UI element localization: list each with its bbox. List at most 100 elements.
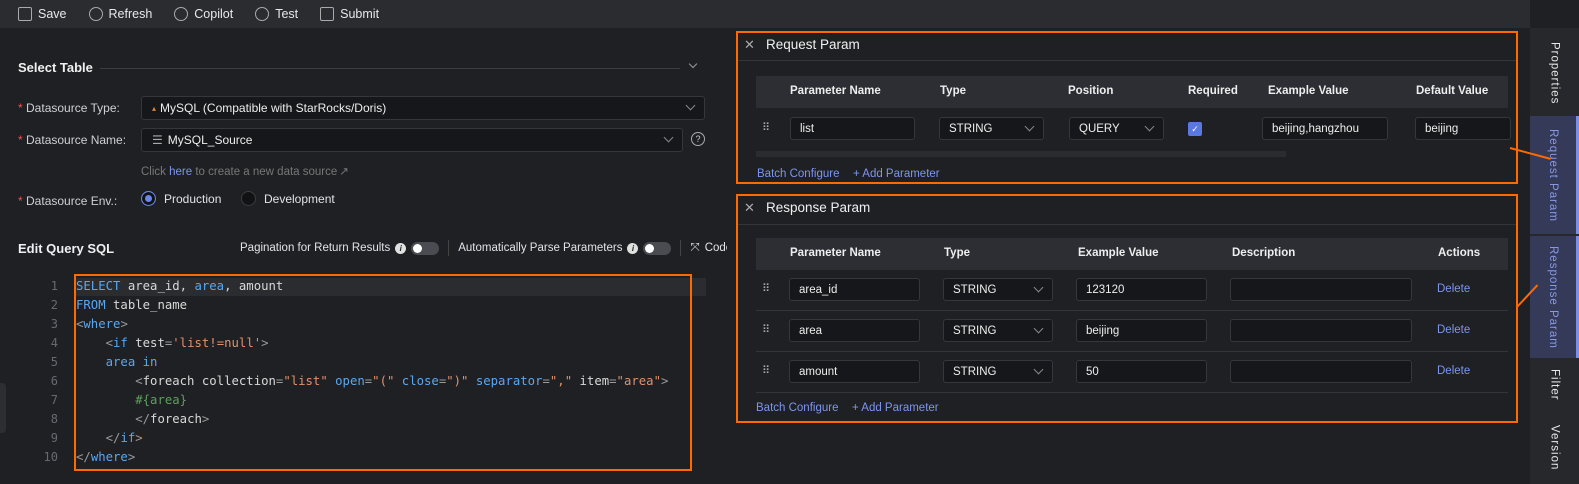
example-value-input[interactable]: 50 [1076, 360, 1207, 383]
type-select[interactable]: STRING [943, 360, 1053, 383]
submit-button[interactable]: Submit [320, 7, 379, 21]
collapse-chevron-icon[interactable] [688, 59, 698, 69]
batch-configure-link[interactable]: Batch Configure [757, 168, 840, 180]
code-token: test [127, 336, 165, 350]
save-icon [18, 7, 32, 21]
code-token: < [135, 374, 143, 388]
table-header: Parameter Name Type Example Value Descri… [756, 238, 1508, 270]
code-token: where [90, 450, 128, 464]
param-name-input[interactable]: list [790, 117, 915, 140]
toolbar: Save Refresh Copilot Test Submit [0, 0, 1530, 28]
code-line: <foreach collection="list" open="(" clos… [76, 374, 668, 388]
right-sidebar: Properties Request Param Response Param … [1530, 28, 1579, 484]
ds-type-label: * Datasource Type: [18, 101, 120, 115]
drag-handle-icon[interactable]: ⠿ [762, 283, 770, 295]
param-name-input[interactable]: amount [789, 360, 920, 383]
chevron-down-icon [1024, 121, 1035, 132]
save-button[interactable]: Save [18, 7, 67, 21]
description-input[interactable] [1230, 278, 1412, 301]
delete-button[interactable]: Delete [1437, 324, 1471, 336]
copilot-icon [174, 7, 189, 21]
example-value-input[interactable]: beijing [1076, 319, 1207, 342]
required-checkbox[interactable]: ✓ [1188, 122, 1202, 136]
auto-parse-toggle[interactable] [643, 241, 672, 255]
code-line: #{area} [76, 393, 187, 407]
code-line: SELECT area_id, area, amount [76, 279, 283, 293]
code-token: > [135, 431, 143, 445]
code-line: </foreach> [76, 412, 209, 426]
code-token: = [275, 374, 284, 388]
line-number: 2 [50, 298, 58, 312]
code-token: </ [76, 450, 91, 464]
drag-handle-icon[interactable]: ⠿ [762, 324, 770, 336]
refresh-button[interactable]: Refresh [88, 7, 152, 21]
delete-button[interactable]: Delete [1437, 365, 1471, 377]
type-select[interactable]: STRING [939, 117, 1044, 140]
tab-filter[interactable]: Filter [1548, 369, 1561, 401]
example-value-input[interactable]: 123120 [1076, 278, 1207, 301]
horizontal-scrollbar[interactable] [756, 151, 1286, 157]
code-line: FROM table_name [76, 298, 187, 312]
current-line-highlight [74, 278, 706, 296]
code-token: where [83, 317, 121, 331]
pagination-toggle[interactable] [411, 241, 440, 255]
code-token: 'list!=null' [172, 336, 262, 350]
code-token: area_id, [120, 279, 195, 293]
datasource-name-select[interactable]: ☰MySQL_Source [141, 128, 683, 152]
code-token: > [120, 317, 128, 331]
refresh-icon [88, 7, 103, 21]
tab-properties[interactable]: Properties [1548, 41, 1561, 105]
code-token: if [113, 336, 128, 350]
help-icon[interactable]: ? [691, 132, 705, 146]
param-name-input[interactable]: area_id [789, 278, 920, 301]
code-line: area in [76, 355, 158, 369]
code-token: = [164, 336, 173, 350]
radio-development[interactable]: Development [241, 191, 335, 206]
delete-button[interactable]: Delete [1437, 283, 1471, 295]
type-select[interactable]: STRING [943, 319, 1053, 342]
code-token: ")" [446, 374, 469, 388]
code-button[interactable]: Code [704, 242, 727, 254]
code-token: "," [549, 374, 573, 388]
add-parameter-link[interactable]: + Add Parameter [852, 402, 939, 414]
chevron-down-icon [1033, 282, 1044, 293]
code-token: #{area} [135, 393, 188, 407]
code-token: close [394, 374, 439, 388]
close-icon[interactable]: ✕ [744, 37, 755, 52]
test-button[interactable]: Test [255, 7, 298, 21]
default-value-input[interactable]: beijing [1415, 117, 1511, 140]
chevron-down-icon [1033, 364, 1044, 375]
type-select[interactable]: STRING [943, 278, 1053, 301]
tab-request-param[interactable]: Request Param [1530, 116, 1579, 234]
description-input[interactable] [1230, 360, 1412, 383]
sql-code-editor[interactable]: 1 SELECT area_id, area, amount 2 FROM table… [0, 274, 730, 474]
radio-production[interactable]: Production [141, 191, 221, 206]
line-number: 1 [50, 279, 58, 293]
play-icon [255, 7, 270, 21]
datasource-type-select[interactable]: ▴MySQL (Compatible with StarRocks/Doris) [141, 96, 705, 120]
code-token: foreach collection [142, 374, 276, 388]
divider [100, 68, 680, 69]
batch-configure-link[interactable]: Batch Configure [756, 402, 839, 414]
tab-version[interactable]: Version [1548, 425, 1561, 471]
position-select[interactable]: QUERY [1069, 117, 1164, 140]
line-number: 6 [50, 374, 58, 388]
drag-handle-icon[interactable]: ⠿ [762, 122, 770, 134]
drag-handle-icon[interactable]: ⠿ [762, 365, 770, 377]
param-name-input[interactable]: area [789, 319, 920, 342]
collapse-handle[interactable] [0, 383, 6, 433]
add-parameter-link[interactable]: + Add Parameter [853, 168, 940, 180]
description-input[interactable] [1230, 319, 1412, 342]
example-value-input[interactable]: beijing,hangzhou [1262, 117, 1388, 140]
chevron-down-icon [685, 100, 696, 111]
create-datasource-link[interactable]: here [169, 166, 193, 178]
code-token: separator [468, 374, 543, 388]
code-token: = [438, 374, 447, 388]
code-token: foreach [150, 412, 202, 426]
close-icon[interactable]: ✕ [744, 200, 755, 215]
code-token: < [105, 336, 114, 350]
radio-checked-icon [141, 191, 156, 206]
tab-response-param[interactable]: Response Param [1530, 236, 1579, 358]
copilot-button[interactable]: Copilot [174, 7, 233, 21]
